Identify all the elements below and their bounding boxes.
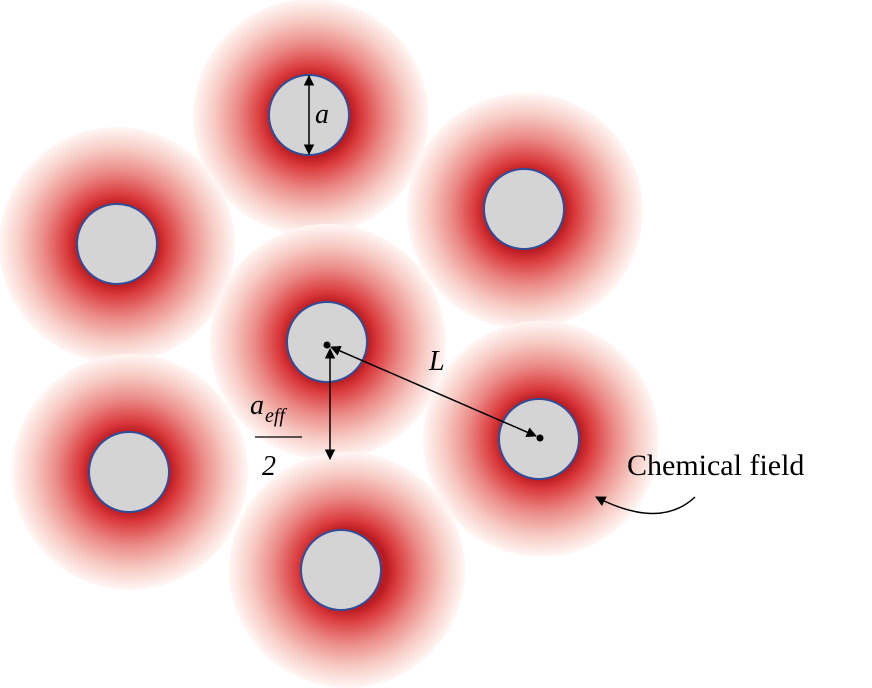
particle-core (88, 431, 170, 513)
diameter-label: a (315, 99, 329, 130)
particle-bottom (229, 452, 465, 688)
particle-top (193, 0, 429, 235)
chemical-field-label: Chemical field (627, 449, 804, 482)
particle-core (76, 203, 158, 285)
particle-upper-left (0, 127, 235, 363)
center-dot (323, 341, 331, 349)
center-dot (536, 434, 544, 442)
chemical-field-pointer (595, 496, 696, 515)
particle-lower-left (12, 354, 248, 590)
effective-size-numerator: a (250, 390, 264, 421)
effective-size-label: a eff 2 (250, 390, 302, 482)
effective-size-subscript: eff (265, 405, 287, 427)
effective-size-denominator: 2 (262, 451, 276, 482)
spacing-arrow (330, 345, 537, 438)
particle-core (300, 529, 382, 611)
spacing-label: L (428, 346, 445, 377)
particle-core (483, 168, 565, 250)
particle-upper-right (407, 93, 643, 329)
